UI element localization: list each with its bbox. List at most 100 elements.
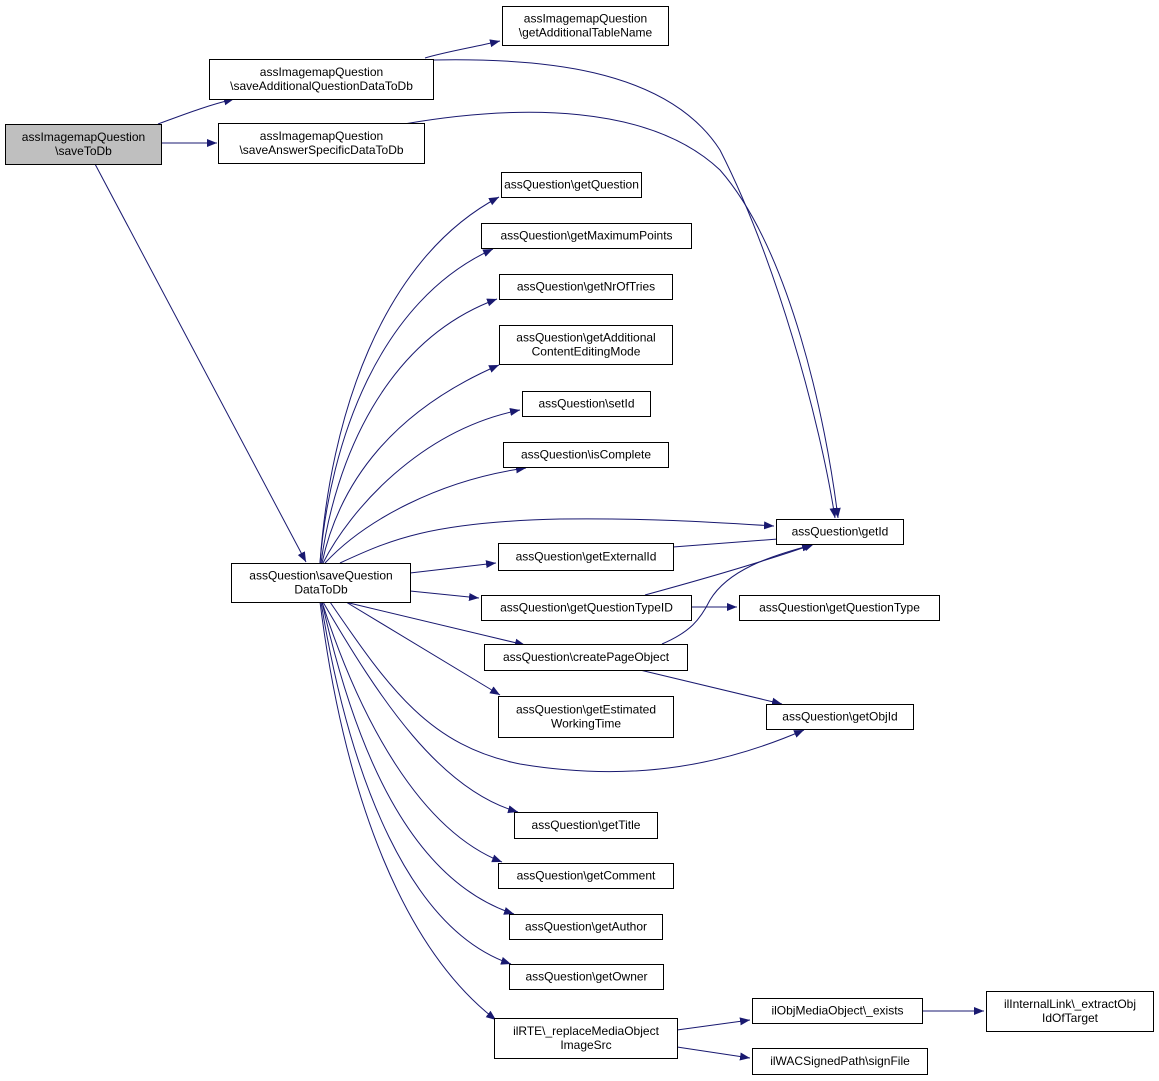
node-box: [522, 391, 651, 417]
node-box: [498, 696, 674, 738]
node-label-line: assQuestion\getQuestionType: [759, 601, 920, 615]
call-edge-n3-to-n12: [409, 560, 497, 574]
node-box: [514, 812, 658, 839]
node-label-line: ContentEditingMode: [532, 345, 641, 359]
node-box: [218, 123, 425, 164]
function-node[interactable]: assQuestion\getQuestionType: [739, 595, 940, 621]
node-label-line: \saveToDb: [55, 144, 112, 158]
function-node[interactable]: ilWACSignedPath\signFile: [752, 1048, 928, 1075]
call-edge-n0-to-n1: [157, 97, 235, 125]
function-node[interactable]: assQuestion\getQuestion: [501, 172, 642, 198]
node-box: [499, 274, 673, 300]
call-edge-n3-to-n13: [409, 590, 480, 601]
function-node[interactable]: assImagemapQuestion\saveAnswerSpecificDa…: [218, 123, 425, 164]
node-label-line: ilWACSignedPath\signFile: [770, 1054, 910, 1068]
root-function-node[interactable]: assImagemapQuestion\saveToDb: [5, 124, 162, 165]
call-edge-n3-to-n17: [329, 601, 805, 773]
node-box: [776, 519, 904, 545]
node-label-line: assQuestion\getTitle: [532, 818, 641, 832]
node-label-line: IdOfTarget: [1042, 1011, 1099, 1025]
function-node[interactable]: assImagemapQuestion\saveAdditionalQuesti…: [209, 59, 434, 100]
node-label-line: WorkingTime: [551, 717, 621, 731]
function-node[interactable]: assQuestion\createPageObject: [484, 644, 688, 671]
node-box: [752, 1048, 928, 1075]
node-box: [481, 595, 692, 621]
call-edge-n3-to-n7: [319, 248, 494, 564]
call-edge-n3-to-n18: [322, 601, 519, 814]
node-box: [509, 964, 664, 990]
node-box: [231, 563, 411, 603]
function-node[interactable]: assQuestion\getMaximumPoints: [481, 223, 692, 249]
call-edge-n22-to-n24: [676, 1046, 751, 1061]
call-edge-n3-to-n16: [345, 601, 501, 696]
node-box: [986, 991, 1154, 1032]
function-node[interactable]: assQuestion\getId: [776, 519, 904, 545]
node-box: [499, 325, 673, 365]
node-label-line: \saveAnswerSpecificDataToDb: [239, 143, 403, 157]
call-edge-n3-to-n15: [344, 601, 526, 647]
function-node[interactable]: ilObjMediaObject\_exists: [752, 998, 923, 1024]
node-label-line: \saveAdditionalQuestionDataToDb: [230, 79, 413, 93]
call-edge-n3-to-n19: [321, 601, 503, 863]
node-label-line: assQuestion\getExternalId: [516, 550, 657, 564]
call-edge-n3-to-n6: [319, 196, 500, 564]
function-node[interactable]: assQuestion\getAuthor: [509, 914, 663, 940]
call-edge-n3-to-n11: [324, 465, 527, 564]
node-box: [209, 59, 434, 100]
call-edge-n2-to-n5: [403, 111, 841, 519]
node-label-line: assQuestion\getMaximumPoints: [500, 229, 672, 243]
node-box: [484, 644, 688, 671]
node-box: [739, 595, 940, 621]
node-label-line: assQuestion\setId: [538, 397, 634, 411]
function-node[interactable]: assQuestion\getObjId: [766, 704, 914, 730]
node-label-line: assQuestion\getObjId: [782, 710, 897, 724]
function-node[interactable]: assQuestion\getTitle: [514, 812, 658, 839]
call-edge-n1-to-n5: [432, 59, 838, 519]
node-label-line: \getAdditionalTableName: [519, 26, 653, 40]
node-box: [481, 223, 692, 249]
call-edge-n3-to-n22: [319, 601, 497, 1021]
call-edge-n3-to-n5: [339, 518, 775, 564]
node-box: [766, 704, 914, 730]
call-edge-n3-to-n9: [321, 364, 500, 564]
node-label-line: assQuestion\getOwner: [525, 970, 647, 984]
call-edges: [94, 39, 984, 1061]
node-label-line: assImagemapQuestion: [260, 65, 383, 79]
function-node[interactable]: assQuestion\isComplete: [503, 442, 669, 468]
call-edge-n3-to-n20: [321, 601, 515, 915]
node-label-line: assQuestion\getComment: [517, 869, 656, 883]
node-box: [752, 998, 923, 1024]
call-edge-n22-to-n23: [676, 1017, 751, 1031]
node-label-line: ilObjMediaObject\_exists: [771, 1004, 903, 1018]
node-label-line: ImageSrc: [560, 1038, 611, 1052]
function-node[interactable]: assQuestion\getQuestionTypeID: [481, 595, 692, 621]
call-edge-n3-to-n8: [320, 298, 498, 564]
node-label-line: assQuestion\getAuthor: [525, 920, 647, 934]
function-node[interactable]: assQuestion\setId: [522, 391, 651, 417]
node-box: [509, 914, 663, 940]
node-label-line: assQuestion\saveQuestion: [249, 569, 392, 583]
node-box: [503, 442, 669, 468]
call-edge-n15-to-n5: [661, 543, 813, 645]
node-box: [502, 6, 669, 46]
function-node[interactable]: assImagemapQuestion\getAdditionalTableNa…: [502, 6, 669, 46]
function-node[interactable]: assQuestion\getAdditionalContentEditingM…: [499, 325, 673, 365]
call-edge-n3-to-n21: [320, 601, 512, 965]
node-label-line: ilInternalLink\_extractObj: [1004, 997, 1136, 1011]
function-node[interactable]: assQuestion\getNrOfTries: [499, 274, 673, 300]
node-box: [501, 172, 642, 198]
node-label-line: ilRTE\_replaceMediaObject: [513, 1024, 660, 1038]
node-label-line: assQuestion\getNrOfTries: [517, 280, 655, 294]
node-box: [498, 863, 674, 889]
function-node[interactable]: assQuestion\getExternalId: [498, 543, 674, 571]
node-label-line: assQuestion\createPageObject: [503, 650, 670, 664]
function-node[interactable]: assQuestion\getOwner: [509, 964, 664, 990]
function-node[interactable]: assQuestion\getComment: [498, 863, 674, 889]
node-label-line: assQuestion\getQuestionTypeID: [500, 601, 673, 615]
call-edge-n1-to-n4: [424, 39, 501, 59]
